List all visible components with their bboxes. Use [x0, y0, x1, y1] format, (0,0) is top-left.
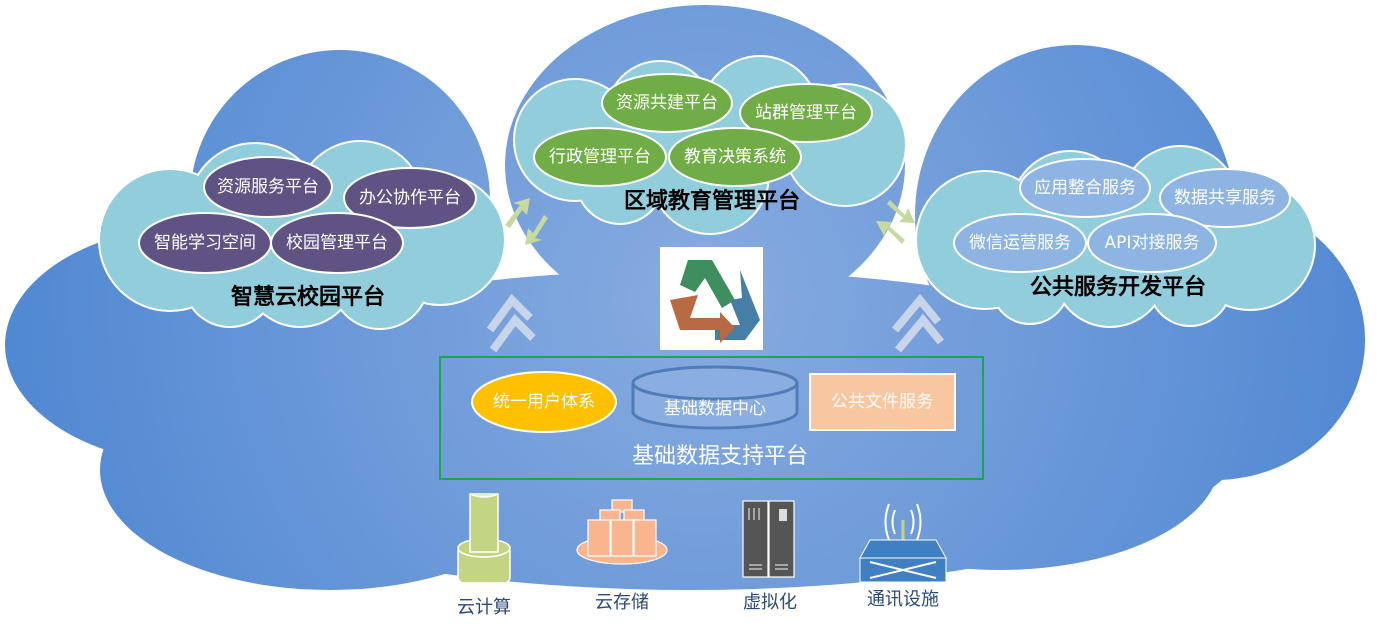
svg-text:公共文件服务: 公共文件服务: [831, 392, 933, 412]
campus-platform: 资源服务平台 办公协作平台 智能学习空间 校园管理平台 智慧云校园平台: [138, 156, 477, 310]
public-item[interactable]: 应用整合服务: [1019, 158, 1151, 218]
svg-text:资源服务平台: 资源服务平台: [217, 177, 319, 197]
svg-text:教育决策系统: 教育决策系统: [684, 147, 786, 167]
svg-text:校园管理平台: 校园管理平台: [286, 233, 388, 253]
up-chevron-left-icon: [486, 293, 536, 353]
campus-item[interactable]: 资源服务平台: [203, 156, 333, 218]
public-item[interactable]: 数据共享服务: [1159, 168, 1291, 228]
infra-label: 云存储: [595, 592, 649, 613]
svg-text:数据共享服务: 数据共享服务: [1174, 188, 1276, 208]
region-item[interactable]: 资源共建平台: [601, 73, 733, 133]
public-title: 公共服务开发平台: [1030, 274, 1206, 300]
svg-text:API对接服务: API对接服务: [1105, 233, 1200, 253]
server-rack-icon: [742, 500, 795, 578]
region-item[interactable]: 行政管理平台: [533, 127, 667, 187]
exchange-arrows-right: [876, 200, 915, 244]
up-chevron-right-icon: [891, 293, 945, 353]
file-service[interactable]: 公共文件服务: [809, 373, 956, 431]
svg-text:统一用户体系: 统一用户体系: [493, 392, 595, 412]
svg-text:应用整合服务: 应用整合服务: [1034, 178, 1136, 198]
data-center[interactable]: 基础数据中心: [631, 365, 799, 430]
base-title: 基础数据支持平台: [632, 444, 808, 469]
svg-text:站群管理平台: 站群管理平台: [755, 103, 857, 123]
user-system[interactable]: 统一用户体系: [471, 371, 617, 433]
campus-item[interactable]: 智能学习空间: [138, 212, 272, 274]
svg-text:微信运营服务: 微信运营服务: [969, 233, 1071, 253]
svg-text:资源共建平台: 资源共建平台: [616, 93, 718, 113]
region-title: 区域教育管理平台: [624, 188, 800, 214]
svg-text:办公协作平台: 办公协作平台: [359, 188, 461, 208]
svg-text:智能学习空间: 智能学习空间: [154, 233, 256, 253]
campus-title: 智慧云校园平台: [231, 284, 385, 310]
public-platform: 应用整合服务 数据共享服务 微信运营服务 API对接服务 公共服务开发平台: [953, 158, 1291, 300]
cloud-computing-icon: [457, 493, 511, 584]
public-item[interactable]: 微信运营服务: [953, 213, 1087, 273]
infra-label: 通讯设施: [867, 589, 939, 610]
public-item[interactable]: API对接服务: [1087, 213, 1217, 273]
campus-item[interactable]: 办公协作平台: [343, 167, 477, 229]
recycle-icon: [660, 247, 763, 350]
infra-label: 虚拟化: [743, 592, 797, 613]
network-switch-icon: [859, 503, 947, 583]
base-platform: 统一用户体系 基础数据中心 公共文件服务 基础数据支持平台: [439, 356, 984, 480]
svg-text:行政管理平台: 行政管理平台: [549, 147, 651, 167]
region-item[interactable]: 教育决策系统: [668, 127, 802, 187]
region-platform: 资源共建平台 站群管理平台 行政管理平台 教育决策系统 区域教育管理平台: [533, 73, 873, 214]
cloud-storage-icon: [576, 499, 668, 565]
svg-text:基础数据中心: 基础数据中心: [664, 399, 766, 419]
exchange-arrows-left: [505, 198, 548, 245]
infra-label: 云计算: [457, 597, 511, 618]
campus-item[interactable]: 校园管理平台: [270, 212, 404, 274]
region-item[interactable]: 站群管理平台: [739, 83, 873, 143]
